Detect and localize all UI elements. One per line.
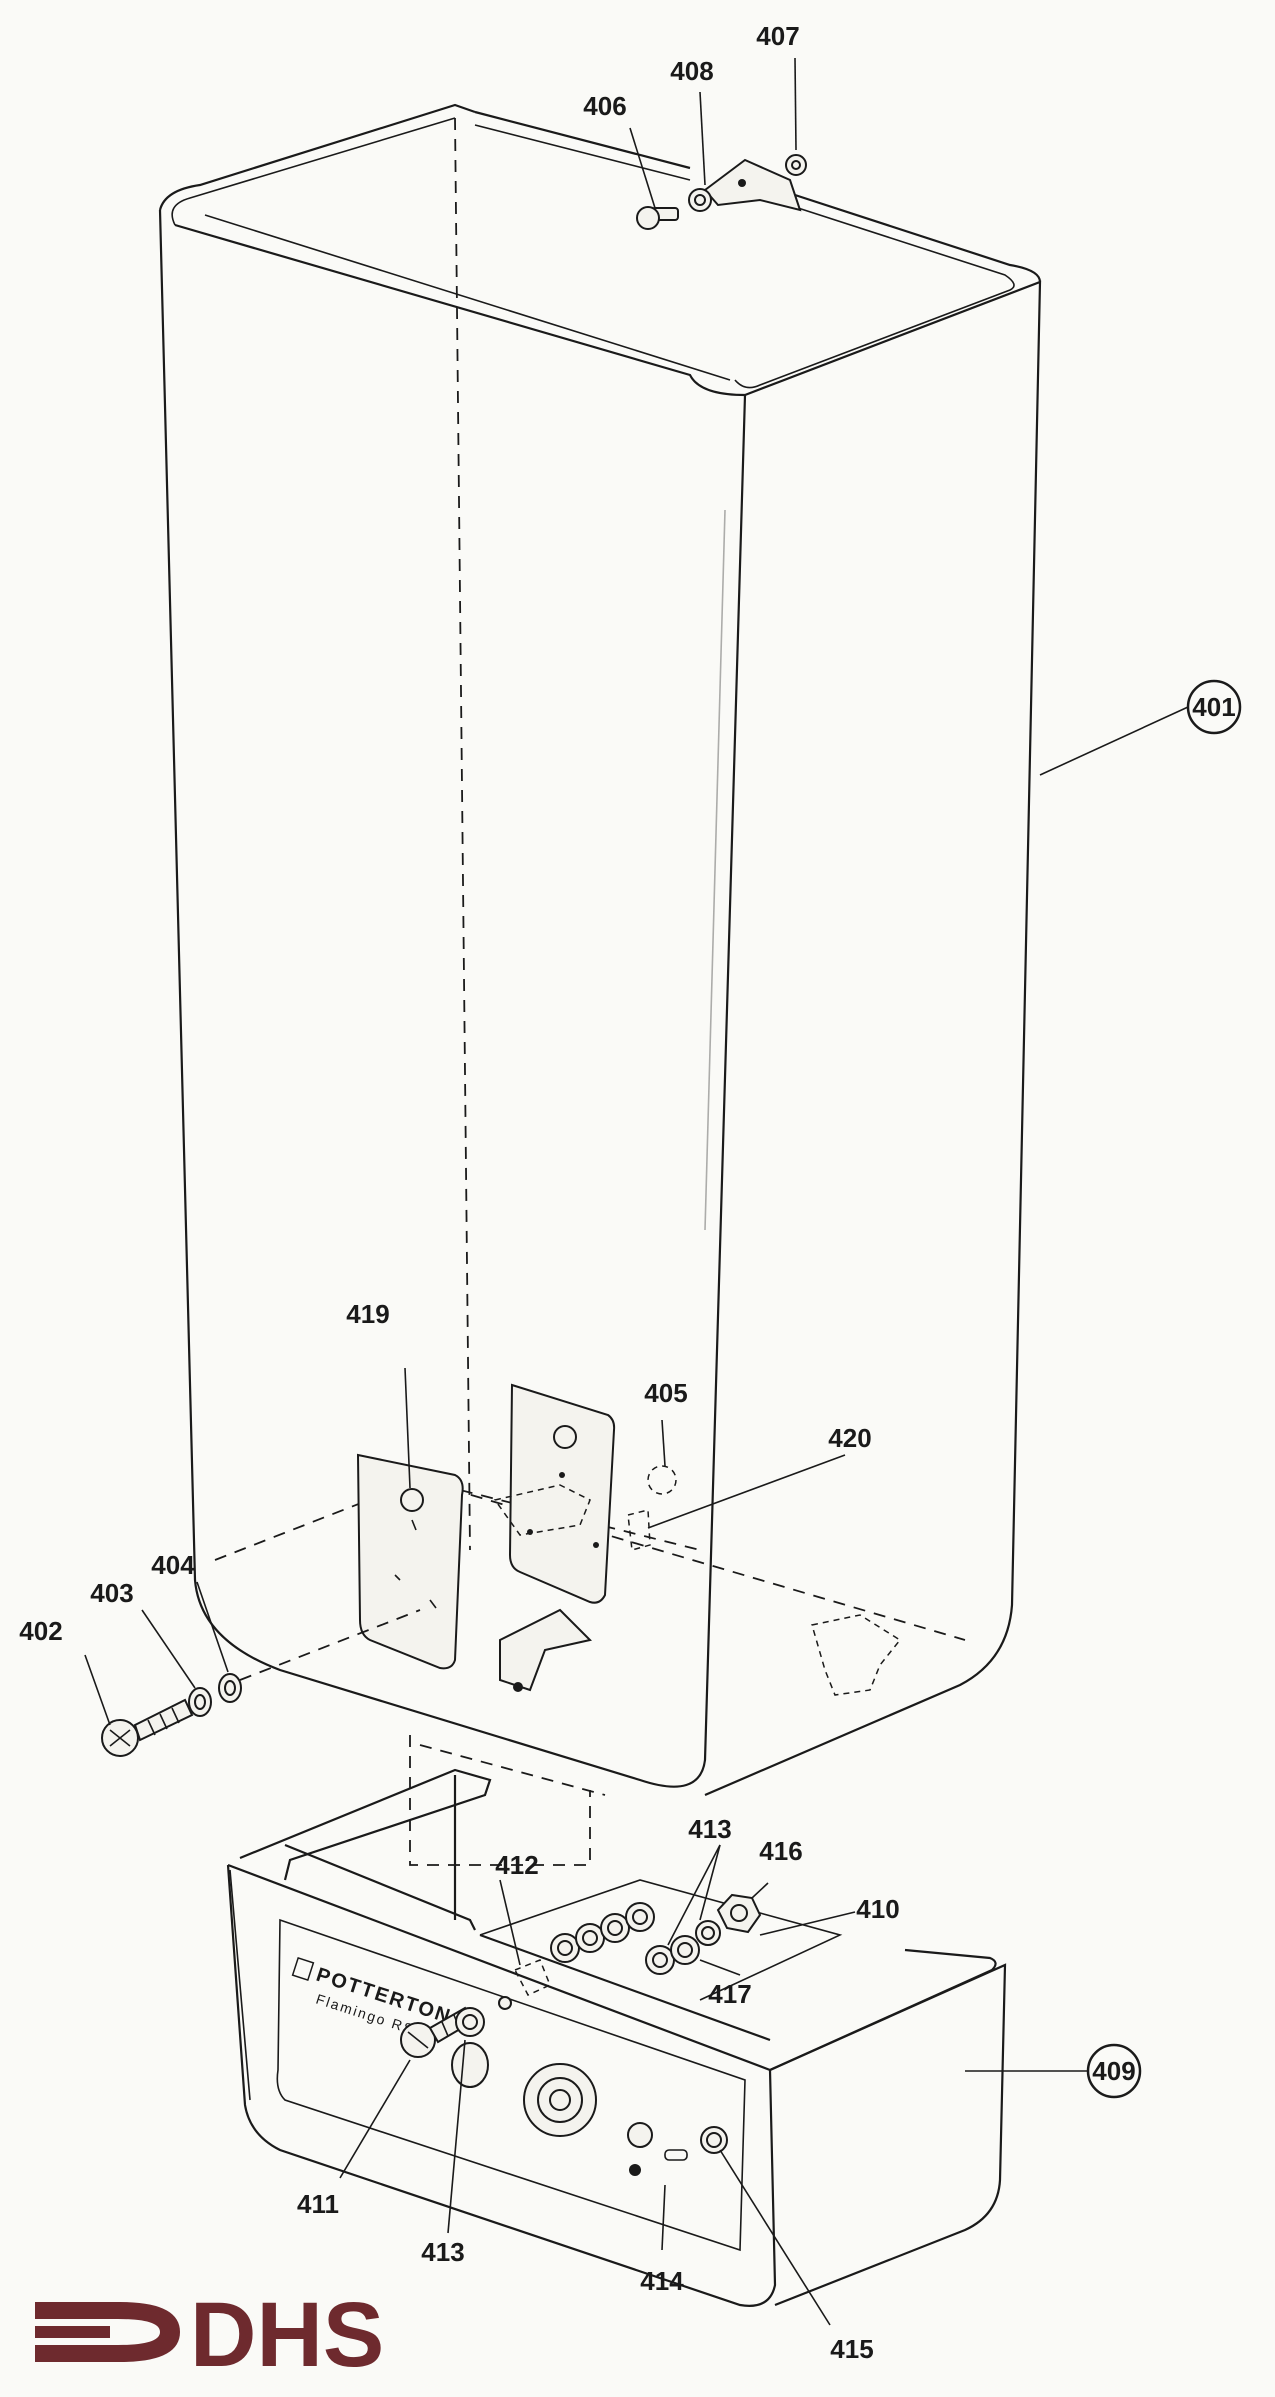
- rear-bracket-hidden: [811, 1614, 902, 1696]
- logo-text: DHS: [190, 2284, 384, 2386]
- label-401: 401: [1192, 692, 1235, 722]
- screw-411: [400, 2006, 474, 2058]
- label-403: 403: [90, 1578, 133, 1608]
- screw-402: [101, 1698, 194, 1757]
- control-box: [226, 1735, 1007, 2307]
- label-407: 407: [756, 21, 799, 51]
- label-413-top: 413: [688, 1814, 731, 1844]
- grommet-row-413: [550, 1902, 721, 1975]
- nut-416: [716, 1893, 762, 1934]
- callout-401: 401: [1186, 679, 1242, 735]
- nut-407: [785, 154, 807, 176]
- lower-bracket: [499, 1608, 592, 1692]
- label-402: 402: [19, 1616, 62, 1646]
- label-410: 410: [856, 1894, 899, 1924]
- front-panel: POTTERTON Flamingo RS3: [291, 1957, 728, 2176]
- label-414: 414: [640, 2266, 684, 2296]
- washer-408: [688, 188, 712, 212]
- grommet-413-front: [455, 1996, 512, 2037]
- label-404: 404: [151, 1550, 195, 1580]
- grommet-412: [513, 1959, 551, 1996]
- dhs-logo: DHS: [35, 2284, 384, 2386]
- label-412: 412: [495, 1850, 538, 1880]
- label-416: 416: [759, 1836, 802, 1866]
- label-408: 408: [670, 56, 713, 86]
- label-420: 420: [828, 1423, 871, 1453]
- logo-arrow-icon: [35, 2302, 180, 2362]
- mounting-plate-420-area: [493, 1383, 651, 1604]
- washer-404: [218, 1673, 242, 1703]
- callout-409: 409: [1086, 2043, 1142, 2099]
- label-406: 406: [583, 91, 626, 121]
- leader-lines: [84, 57, 1189, 2326]
- top-bracket: [703, 158, 802, 212]
- label-415: 415: [830, 2334, 873, 2364]
- clip-405: [647, 1465, 677, 1495]
- label-405: 405: [644, 1378, 687, 1408]
- label-413-bottom: 413: [421, 2237, 464, 2267]
- label-419: 419: [346, 1299, 389, 1329]
- label-417: 417: [708, 1979, 751, 2009]
- label-411: 411: [297, 2189, 339, 2219]
- screw-406: [636, 206, 679, 230]
- label-409: 409: [1092, 2056, 1135, 2086]
- washer-403: [188, 1687, 212, 1717]
